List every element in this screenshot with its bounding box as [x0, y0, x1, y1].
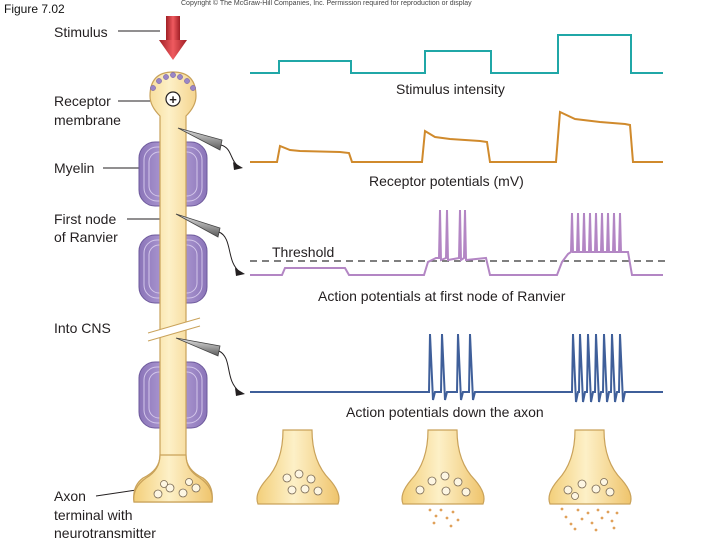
axon-terminal-label-line2: terminal with: [54, 507, 133, 523]
receptor-potential-trace: [250, 110, 663, 163]
receptor-plus-sign: +: [169, 92, 177, 107]
electrode-receptor: [177, 127, 243, 170]
receptor-label-line1: Receptor: [54, 93, 111, 109]
axon-break: [147, 317, 201, 342]
receptor-depolarization-symbol: [165, 91, 181, 107]
copyright-notice: Copyright © The McGraw-Hill Companies, I…: [181, 0, 472, 7]
electrode-node: [175, 213, 245, 276]
terminal-panel-medium: [401, 429, 485, 528]
axon-terminal-bulb: [133, 454, 213, 503]
recording-traces: [250, 34, 665, 403]
stimulus-arrow: [159, 16, 187, 60]
receptor-membrane-sites: [150, 72, 196, 91]
electrode-axon: [175, 337, 245, 396]
stimulus-intensity-label: Stimulus intensity: [396, 81, 505, 97]
node-label-line2: of Ranvier: [54, 229, 118, 245]
neuron: +: [133, 16, 245, 503]
terminal-panel-weak: [256, 429, 340, 505]
node-action-potential-trace: [250, 209, 663, 276]
terminal-panel-strong: [548, 429, 632, 532]
node-label-line1: First node: [54, 211, 116, 227]
stimulus-intensity-trace: [250, 34, 663, 74]
axon-action-potential-trace: [250, 333, 663, 403]
receptor-potentials-label: Receptor potentials (mV): [369, 173, 524, 189]
myelin-label: Myelin: [54, 160, 94, 176]
node-action-potentials-label: Action potentials at first node of Ranvi…: [318, 288, 566, 304]
into-cns-label: Into CNS: [54, 320, 111, 336]
threshold-label: Threshold: [272, 244, 334, 260]
terminal-vesicles: [153, 478, 201, 499]
axon-action-potentials-label: Action potentials down the axon: [346, 404, 544, 420]
axon-terminal-label-line1: Axon: [54, 488, 86, 504]
figure-label: Figure 7.02: [4, 2, 65, 16]
axon-terminal-label-line3: neurotransmitter: [54, 525, 156, 540]
left-labels: Stimulus Receptor membrane Myelin First …: [54, 24, 160, 540]
stimulus-label: Stimulus: [54, 24, 108, 40]
receptor-label-line2: membrane: [54, 112, 121, 128]
